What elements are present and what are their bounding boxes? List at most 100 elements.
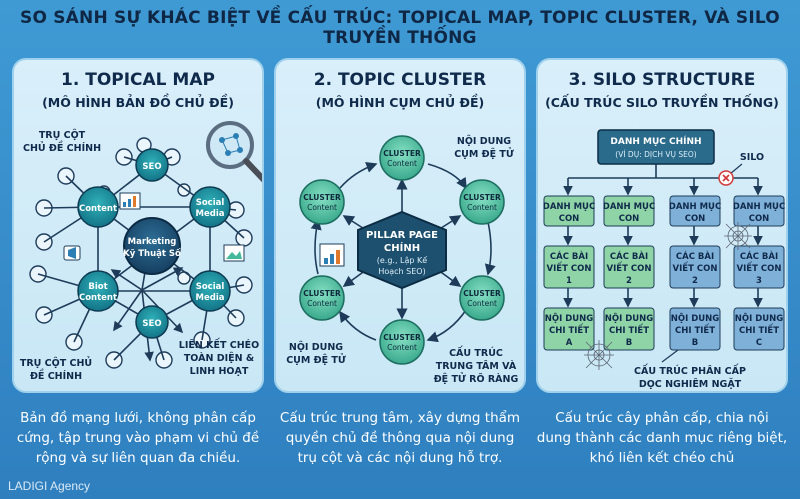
svg-text:(VÍ DỤ: DỊCH VỤ SEO): (VÍ DỤ: DỊCH VỤ SEO) (615, 150, 696, 159)
node-social-bottom: Social Media (189, 270, 231, 312)
panel-subtitle: (MÔ HÌNH BẢN ĐỒ CHỦ ĐỀ) (42, 95, 234, 110)
cluster-node: CLUSTER Content (379, 135, 425, 181)
svg-text:CÁC BÀI: CÁC BÀI (676, 250, 714, 262)
svg-text:DANH MỤC: DANH MỤC (733, 202, 785, 212)
post-nodes: CÁC BÀI VIẾT CON 1 CÁC BÀI VIẾT CON 2 CÁ… (543, 245, 785, 289)
panel-subtitle: (CẤU TRÚC SILO TRUYỀN THỐNG) (545, 95, 779, 110)
silo-root-node: DANH MỤC CHÍNH (VÍ DỤ: DỊCH VỤ SEO) (597, 129, 715, 165)
svg-text:2: 2 (692, 276, 698, 286)
svg-text:B: B (626, 338, 632, 348)
svg-text:C: C (756, 338, 762, 348)
svg-text:2: 2 (626, 276, 632, 286)
cluster-node: CLUSTER Content (299, 179, 345, 225)
megaphone-icon (63, 245, 81, 261)
label-structure: TRUNG TÂM VÀ (436, 360, 517, 372)
detail-nodes: NỘI DUNG CHI TIẾT A NỘI DUNG CHI TIẾT B … (543, 307, 785, 351)
silo-label: SILO (740, 152, 764, 163)
panel-title: 2. TOPIC CLUSTER (313, 70, 487, 90)
magnifier-icon (206, 121, 262, 183)
label-cluster-content: NỘI DUNG (289, 342, 343, 353)
svg-text:CLUSTER: CLUSTER (383, 149, 421, 158)
svg-text:Content: Content (307, 203, 337, 212)
svg-text:CÁC BÀI: CÁC BÀI (610, 250, 648, 262)
label-structure: CẤU TRÚC (449, 346, 503, 359)
node-label: SEO (142, 319, 161, 329)
svg-text:CON: CON (619, 214, 640, 224)
topic-cluster-panel: 2. TOPIC CLUSTER (MÔ HÌNH CỤM CHỦ ĐỀ) (274, 58, 526, 393)
svg-text:CLUSTER: CLUSTER (383, 333, 421, 342)
image-icon (223, 244, 245, 262)
topical-map-panel: 1. TOPICAL MAP (MÔ HÌNH BẢN ĐỒ CHỦ ĐỀ) (12, 58, 264, 393)
node-label: Content (79, 293, 117, 303)
pillar-example: (e.g., Lập Kế (377, 255, 428, 266)
panel-subtitle: (MÔ HÌNH CỤM CHỦ ĐỀ) (315, 95, 485, 110)
svg-text:CÁC BÀI: CÁC BÀI (550, 250, 588, 262)
svg-text:DANH MỤC: DANH MỤC (669, 202, 721, 212)
svg-text:DANH MỤC: DANH MỤC (543, 202, 595, 212)
node-seo-top: SEO (135, 148, 169, 182)
svg-text:CON: CON (685, 214, 706, 224)
pillar-page-node: PILLAR PAGE CHÍNH (e.g., Lập Kế Hoạch SE… (357, 210, 447, 290)
cluster-node: CLUSTER Content (379, 319, 425, 365)
label-pillar-bottom: ĐỀ CHÍNH (30, 369, 82, 382)
label-crosslink: LINH HOẠT (190, 366, 249, 377)
label-cluster-content: NỘI DUNG (457, 136, 511, 147)
svg-text:B: B (692, 338, 698, 348)
svg-text:CON: CON (559, 214, 580, 224)
ring-arrows (310, 162, 496, 343)
node-label: Social (196, 282, 225, 292)
node-center: Marketing Kỹ Thuật Số (123, 217, 181, 275)
cluster-node: CLUSTER Content (459, 275, 505, 321)
node-label: Content (79, 204, 117, 214)
svg-text:Content: Content (467, 203, 497, 212)
topic-cluster-diagram: CLUSTER Content CLUSTER Content CLUSTER … (286, 135, 518, 385)
caption-silo: Cấu trúc cây phân cấp, chia nội dung thà… (536, 410, 788, 466)
svg-text:1: 1 (566, 276, 572, 286)
svg-text:Content: Content (307, 299, 337, 308)
silo-structure-panel: 3. SILO STRUCTURE (CẤU TRÚC SILO TRUYỀN … (536, 58, 788, 393)
svg-text:CHI TIẾT: CHI TIẾT (739, 323, 779, 336)
svg-text:A: A (566, 338, 573, 348)
label-cluster-content: CỤM ĐỆ TỬ (454, 147, 514, 160)
node-biot: Biot Content (77, 270, 119, 312)
svg-text:Content: Content (387, 159, 417, 168)
pillar-label: PILLAR PAGE (366, 230, 438, 241)
svg-text:NỘI DUNG: NỘI DUNG (671, 313, 720, 324)
footer-brand: LADIGI Agency (8, 479, 91, 493)
label-pillar-top: CHỦ ĐỀ CHÍNH (23, 141, 101, 154)
chart-icon (319, 243, 345, 267)
svg-text:CON: CON (749, 214, 770, 224)
svg-text:VIẾT CON: VIẾT CON (737, 261, 782, 274)
pillar-example: Hoạch SEO) (378, 267, 425, 277)
svg-text:CÁC BÀI: CÁC BÀI (740, 250, 778, 262)
svg-text:DANH MỤC: DANH MỤC (603, 202, 655, 212)
pillar-label: CHÍNH (384, 241, 420, 254)
caption-topical-map: Bản đồ mạng lưới, không phân cấp cứng, t… (16, 410, 260, 466)
svg-text:DANH MỤC CHÍNH: DANH MỤC CHÍNH (610, 135, 701, 147)
svg-text:VIẾT CON: VIẾT CON (607, 261, 652, 274)
node-label: Media (196, 293, 225, 303)
tree-connectors (563, 164, 763, 308)
label-crosslink: LIÊN KẾT CHÉO (179, 338, 259, 351)
node-label: SEO (142, 162, 161, 172)
node-label: Social (196, 198, 225, 208)
svg-text:CHI TIẾT: CHI TIẾT (609, 323, 649, 336)
main-title: SO SÁNH SỰ KHÁC BIỆT VỀ CẤU TRÚC: TOPICA… (20, 8, 780, 48)
svg-text:CLUSTER: CLUSTER (463, 193, 501, 202)
label-hierarchy: CẤU TRÚC PHÂN CẤP (634, 364, 746, 377)
node-label: Media (196, 209, 225, 219)
svg-text:NỘI DUNG: NỘI DUNG (545, 313, 594, 324)
label-cluster-content: CỤM ĐỆ TỬ (286, 353, 346, 366)
panel-title: 1. TOPICAL MAP (61, 70, 215, 90)
svg-text:CHI TIẾT: CHI TIẾT (675, 323, 715, 336)
cluster-node: CLUSTER Content (299, 275, 345, 321)
center-label: Marketing (128, 237, 177, 247)
cobweb-icon (724, 222, 752, 250)
label-pillar-bottom: TRỤ CỘT CHỦ (20, 356, 92, 369)
panel-title: 3. SILO STRUCTURE (568, 70, 756, 90)
svg-text:VIẾT CON: VIẾT CON (673, 261, 718, 274)
svg-text:CLUSTER: CLUSTER (303, 193, 341, 202)
label-crosslink: TOÀN DIỆN & (184, 352, 254, 364)
label-pillar-top: TRỤ CỘT (39, 130, 86, 141)
svg-text:CLUSTER: CLUSTER (303, 289, 341, 298)
